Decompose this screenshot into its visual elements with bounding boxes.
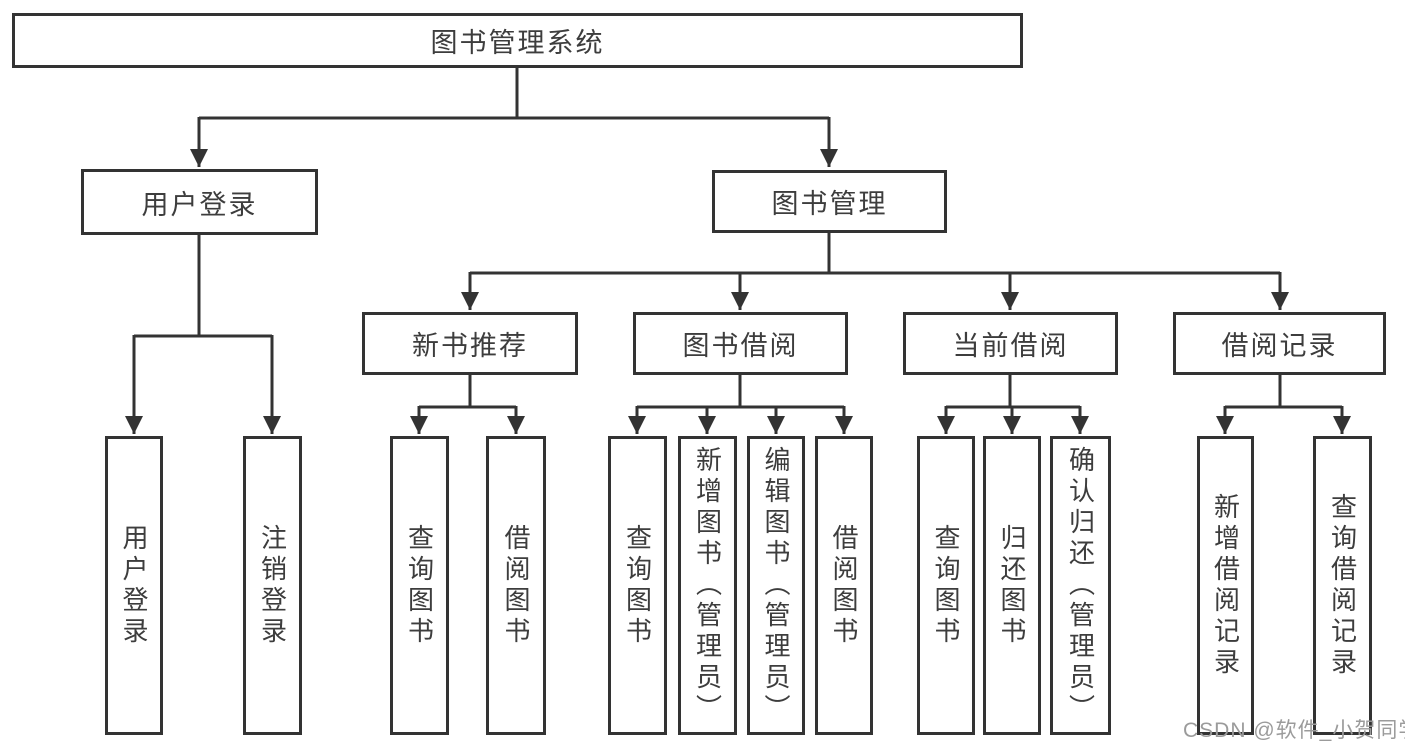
- node-root-library-system: 图书管理系统: [12, 13, 1023, 68]
- node-book-borrow: 图书借阅: [633, 312, 848, 375]
- node-current-borrow: 当前借阅: [903, 312, 1118, 375]
- leaf-return-books: 归还图书: [983, 436, 1041, 735]
- leaf-query-books-current: 查询图书: [917, 436, 975, 735]
- leaf-add-books-admin: 新增图书（管理员）: [678, 436, 737, 735]
- leaf-borrow-books: 借阅图书: [815, 436, 873, 735]
- leaf-query-books-borrow: 查询图书: [608, 436, 667, 735]
- leaf-logout: 注销登录: [243, 436, 302, 735]
- leaf-add-borrow-record-label: 新增借阅记录: [1210, 492, 1241, 679]
- leaf-borrow-books-recommend-label: 借阅图书: [501, 523, 531, 648]
- node-user-login-label: 用户登录: [141, 189, 258, 220]
- node-book-management-label: 图书管理: [771, 189, 888, 219]
- leaf-confirm-return-admin: 确认归还（管理员）: [1050, 436, 1111, 735]
- node-root-label: 图书管理系统: [430, 28, 605, 58]
- leaf-confirm-return-admin-label: 确认归还（管理员）: [1065, 446, 1096, 725]
- leaf-borrow-books-recommend: 借阅图书: [486, 436, 546, 735]
- node-current-borrow-label: 当前借阅: [952, 331, 1069, 361]
- leaf-query-books-borrow-label: 查询图书: [622, 523, 653, 648]
- leaf-query-borrow-record-label: 查询借阅记录: [1327, 492, 1358, 679]
- leaf-add-borrow-record: 新增借阅记录: [1197, 436, 1254, 735]
- node-new-book-recommend: 新书推荐: [362, 312, 578, 375]
- leaf-user-login-label: 用户登录: [119, 523, 149, 648]
- leaf-edit-books-admin-label: 编辑图书（管理员）: [761, 446, 791, 725]
- node-new-book-recommend-label: 新书推荐: [412, 331, 528, 361]
- leaf-query-books-recommend: 查询图书: [390, 436, 449, 735]
- leaf-add-books-admin-label: 新增图书（管理员）: [692, 446, 723, 725]
- node-book-management: 图书管理: [712, 170, 947, 233]
- csdn-watermark: CSDN @软件_小贺同学: [1183, 719, 1405, 742]
- leaf-user-login: 用户登录: [105, 436, 163, 735]
- leaf-borrow-books-label: 借阅图书: [829, 523, 859, 648]
- leaf-query-borrow-record: 查询借阅记录: [1313, 436, 1372, 735]
- node-borrow-records: 借阅记录: [1173, 312, 1386, 375]
- node-user-login: 用户登录: [81, 169, 318, 235]
- leaf-return-books-label: 归还图书: [997, 523, 1027, 648]
- node-book-borrow-label: 图书借阅: [682, 331, 799, 361]
- leaf-query-books-recommend-label: 查询图书: [404, 523, 435, 648]
- node-borrow-records-label: 借阅记录: [1221, 331, 1338, 361]
- leaf-logout-label: 注销登录: [257, 523, 288, 648]
- leaf-query-books-current-label: 查询图书: [931, 523, 961, 648]
- leaf-edit-books-admin: 编辑图书（管理员）: [747, 436, 805, 735]
